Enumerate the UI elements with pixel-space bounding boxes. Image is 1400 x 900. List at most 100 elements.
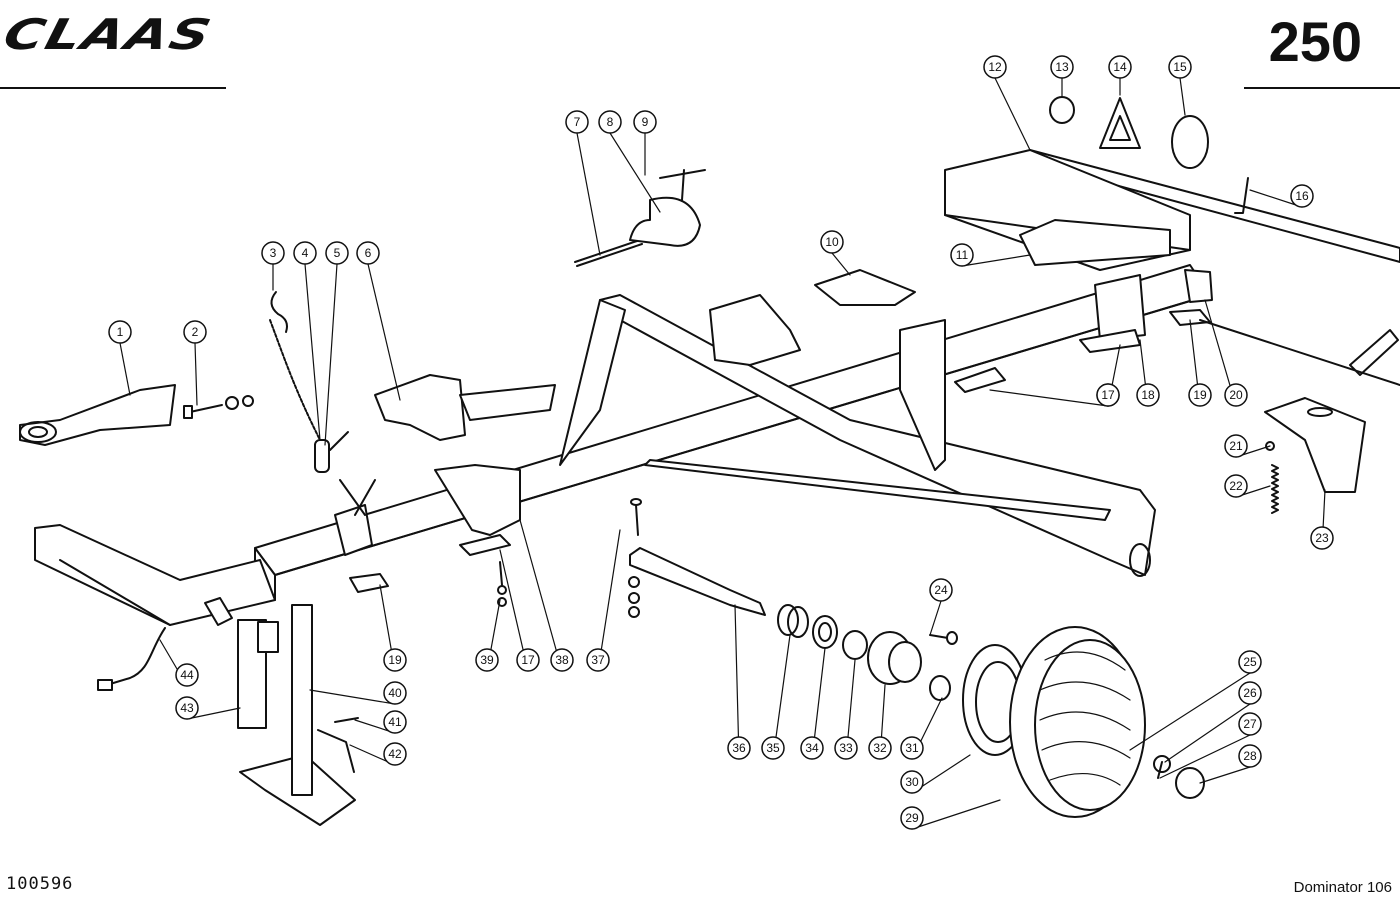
part-44-cable	[97, 627, 166, 691]
callout-4: 4	[293, 241, 317, 265]
callout-circle	[261, 241, 285, 265]
callout-circle	[383, 710, 407, 734]
part-33-bearing	[842, 630, 868, 660]
callout-label: 14	[1113, 60, 1127, 74]
callout-39: 39	[475, 648, 499, 672]
callout-12: 12	[983, 55, 1007, 79]
callout-circle	[1310, 526, 1334, 550]
callout-1: 1	[108, 320, 132, 344]
callout-28: 28	[1238, 744, 1262, 768]
callout-label: 7	[574, 115, 581, 129]
callout-circle	[1238, 744, 1262, 768]
callout-42: 42	[383, 742, 407, 766]
callout-circle	[1238, 712, 1262, 736]
mount-bracket-18	[1079, 274, 1146, 353]
callout-label: 34	[805, 741, 819, 755]
callout-label: 11	[956, 248, 969, 262]
callout-circle	[834, 736, 858, 760]
rear-frame-end	[1199, 319, 1400, 386]
callout-label: 22	[1229, 479, 1243, 493]
callout-circle	[293, 241, 317, 265]
header-rule-left	[0, 87, 226, 89]
callout-label: 6	[365, 246, 372, 260]
callout-7: 7	[565, 110, 589, 134]
center-hopper-bracket	[709, 294, 801, 366]
part-41-pin	[334, 717, 359, 723]
callout-17: 17	[516, 648, 540, 672]
callout-label: 4	[302, 246, 309, 260]
part-31-bearing	[929, 675, 951, 701]
callout-17: 17	[1096, 383, 1120, 407]
callout-circle	[383, 742, 407, 766]
front-clamp-bracket	[334, 479, 389, 593]
callout-label: 41	[388, 715, 402, 729]
callout-label: 26	[1243, 686, 1257, 700]
callout-circle	[356, 241, 380, 265]
callout-44: 44	[175, 663, 199, 687]
callout-40: 40	[383, 681, 407, 705]
part-37-bolt	[628, 498, 642, 618]
callout-label: 12	[988, 60, 1002, 74]
callout-label: 38	[555, 653, 569, 667]
callout-circle	[900, 806, 924, 830]
callout-label: 8	[607, 115, 614, 129]
callout-label: 33	[839, 741, 853, 755]
callout-label: 16	[1295, 189, 1309, 203]
callout-label: 39	[480, 653, 494, 667]
callout-label: 32	[873, 741, 887, 755]
leader-line-2	[194, 342, 198, 406]
callout-label: 5	[334, 246, 341, 260]
callout-label: 15	[1173, 60, 1187, 74]
callout-label: 9	[642, 115, 649, 129]
callout-label: 24	[934, 583, 948, 597]
part-2-bolt	[183, 395, 254, 419]
part-9-bolt	[659, 169, 706, 201]
leader-lines	[119, 77, 1326, 830]
part-callouts: 1234567891011121314151617171718191920212…	[108, 55, 1334, 830]
callout-circle	[108, 320, 132, 344]
leader-line-36	[734, 604, 740, 760]
callout-2: 2	[183, 320, 207, 344]
mount-bracket-20	[1169, 269, 1213, 326]
callout-circle	[1224, 434, 1248, 458]
callout-circle	[761, 736, 785, 760]
part-28-hub-cap	[1175, 767, 1205, 799]
callout-label: 40	[388, 686, 402, 700]
part-39-bolt	[497, 561, 507, 607]
callout-circle	[727, 736, 751, 760]
callout-label: 43	[180, 701, 194, 715]
callout-label: 36	[732, 741, 746, 755]
callout-10: 10	[820, 230, 844, 254]
part-16-clip	[1234, 177, 1249, 214]
callout-circle	[1096, 383, 1120, 407]
callout-label: 35	[766, 741, 780, 755]
drawbar-arm	[34, 524, 276, 626]
leader-line-29	[911, 799, 1001, 830]
callout-30: 30	[900, 770, 924, 794]
leader-line-11	[961, 254, 1031, 267]
leader-line-17	[989, 389, 1109, 407]
callout-circle	[1108, 55, 1132, 79]
callout-9: 9	[633, 110, 657, 134]
part-42-handle	[317, 729, 355, 773]
callout-36: 36	[727, 736, 751, 760]
callout-15: 15	[1168, 55, 1192, 79]
callout-37: 37	[586, 648, 610, 672]
callout-circle	[383, 648, 407, 672]
callout-label: 18	[1141, 388, 1155, 402]
callout-circle	[1238, 681, 1262, 705]
callout-3: 3	[261, 241, 285, 265]
part-35-seal-rings	[777, 604, 809, 638]
part-40-jack-stand	[239, 604, 356, 826]
callout-33: 33	[834, 736, 858, 760]
callout-circle	[1224, 474, 1248, 498]
part-43-jack-post	[237, 619, 279, 729]
callout-circle	[383, 681, 407, 705]
callout-27: 27	[1238, 712, 1262, 736]
callout-34: 34	[800, 736, 824, 760]
leader-line-6	[367, 263, 401, 401]
callout-label: 1	[117, 325, 124, 339]
callout-6: 6	[356, 241, 380, 265]
callout-35: 35	[761, 736, 785, 760]
